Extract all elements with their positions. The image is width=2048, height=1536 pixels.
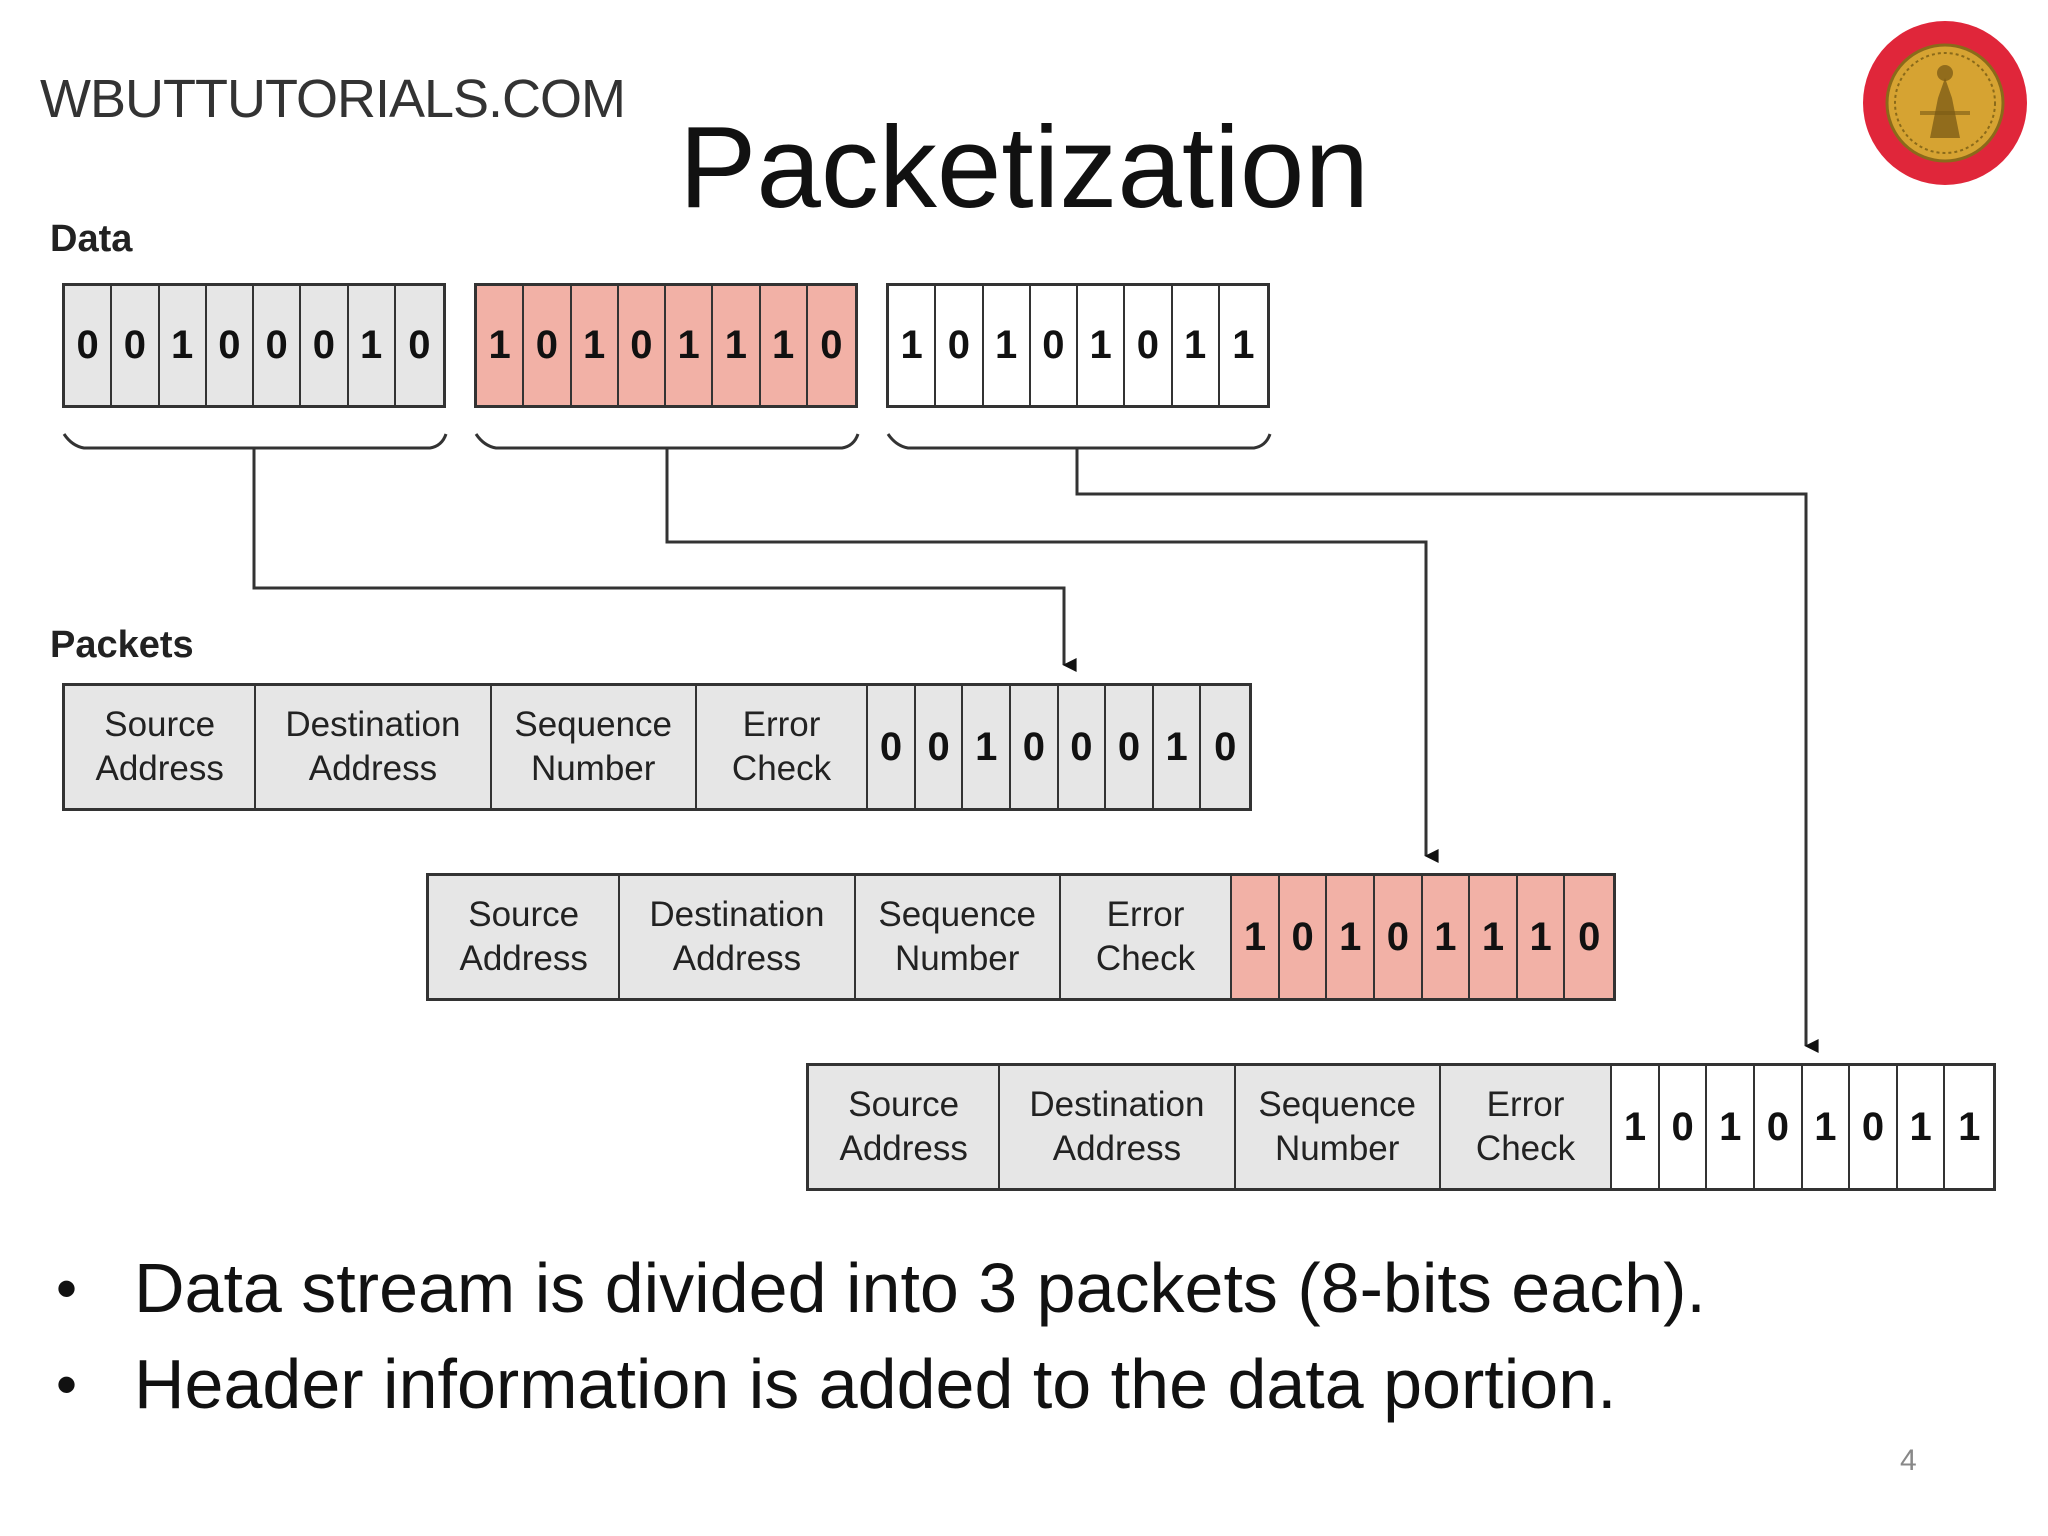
connector-2 [665, 448, 1439, 863]
data-bit: 0 [936, 286, 984, 405]
page-number: 4 [1900, 1444, 1917, 1477]
data-bit: 0 [524, 286, 572, 405]
packet-bit: 0 [1850, 1066, 1898, 1188]
packet-bit: 1 [1470, 876, 1518, 998]
packet-bit: 1 [1707, 1066, 1756, 1188]
bullet-icon: • [56, 1254, 78, 1322]
bullet-item: • Data stream is divided into 3 packets … [56, 1249, 1706, 1327]
data-bit: 0 [65, 286, 113, 405]
packet-bit: 1 [1612, 1066, 1660, 1188]
data-bit: 1 [666, 286, 714, 405]
logo-seal-icon [1863, 21, 2027, 185]
data-bit: 1 [1173, 286, 1220, 405]
brace-2 [474, 433, 860, 450]
data-bit: 1 [1078, 286, 1126, 405]
packet-bit: 1 [1232, 876, 1280, 998]
packet-bit: 1 [1898, 1066, 1946, 1188]
packet-bit: 0 [1214, 724, 1237, 769]
packet-bit: 1 [1154, 686, 1202, 808]
packet-bit: 0 [1755, 1066, 1803, 1188]
connector-1 [252, 448, 1077, 672]
data-bit: 1 [761, 286, 808, 405]
bullet-icon: • [56, 1350, 78, 1418]
packet-bit: 0 [1106, 686, 1154, 808]
packet-data-bits: 0 0 1 0 0 0 1 0 [868, 686, 1249, 808]
data-group-3: 1 0 1 0 1 0 1 1 [886, 283, 1270, 408]
data-bit: 0 [619, 286, 666, 405]
packet-data-bits: 1 0 1 0 1 1 1 0 [1232, 876, 1613, 998]
data-group-1: 0 0 1 0 0 0 1 0 [62, 283, 446, 408]
brace-3 [886, 433, 1272, 450]
packets-section-label: Packets [50, 624, 194, 666]
data-bit: 0 [112, 286, 160, 405]
data-section-label: Data [50, 218, 133, 260]
data-bit: 1 [160, 286, 207, 405]
packet-bit: 1 [963, 686, 1012, 808]
packet-bit: 0 [1660, 1066, 1708, 1188]
data-bit: 1 [984, 286, 1031, 405]
packet-bit: 0 [1280, 876, 1328, 998]
packet-bit: 0 [916, 686, 964, 808]
slide-title: Packetization [679, 102, 1369, 232]
packet-bit: 0 [868, 686, 916, 808]
data-bit: 0 [207, 286, 254, 405]
packet-bit: 1 [1423, 876, 1471, 998]
data-bit: 0 [301, 286, 349, 405]
packet-bit: 0 [1578, 914, 1601, 959]
bullet-item: • Header information is added to the dat… [56, 1345, 1617, 1423]
packet-bit: 0 [1059, 686, 1107, 808]
brace-1 [62, 433, 448, 450]
brand-text: WBUTTUTORIALS.COM [40, 69, 626, 129]
data-group-2: 1 0 1 0 1 1 1 0 [474, 283, 858, 408]
data-bit: 1 [477, 286, 525, 405]
packet-bit: 0 [1011, 686, 1059, 808]
data-bit: 1 [889, 286, 937, 405]
data-bit: 0 [1125, 286, 1173, 405]
packet-bit: 1 [1958, 1104, 1981, 1149]
data-bit: 1 [572, 286, 619, 405]
data-bit: 1 [349, 286, 396, 405]
connector-3 [1075, 448, 1819, 1053]
data-bit: 0 [408, 323, 431, 367]
packet-bit: 1 [1518, 876, 1566, 998]
data-bit: 0 [820, 323, 843, 367]
packet-bit: 0 [1375, 876, 1423, 998]
packet-bit: 1 [1327, 876, 1376, 998]
data-bit: 1 [713, 286, 761, 405]
bullet-list: • Data stream is divided into 3 packets … [56, 1240, 1706, 1432]
data-bit: 0 [254, 286, 302, 405]
data-bit: 0 [1031, 286, 1078, 405]
data-bit: 1 [1232, 323, 1255, 367]
packet-bit: 1 [1803, 1066, 1851, 1188]
packet-data-bits: 1 0 1 0 1 0 1 1 [1612, 1066, 1993, 1188]
